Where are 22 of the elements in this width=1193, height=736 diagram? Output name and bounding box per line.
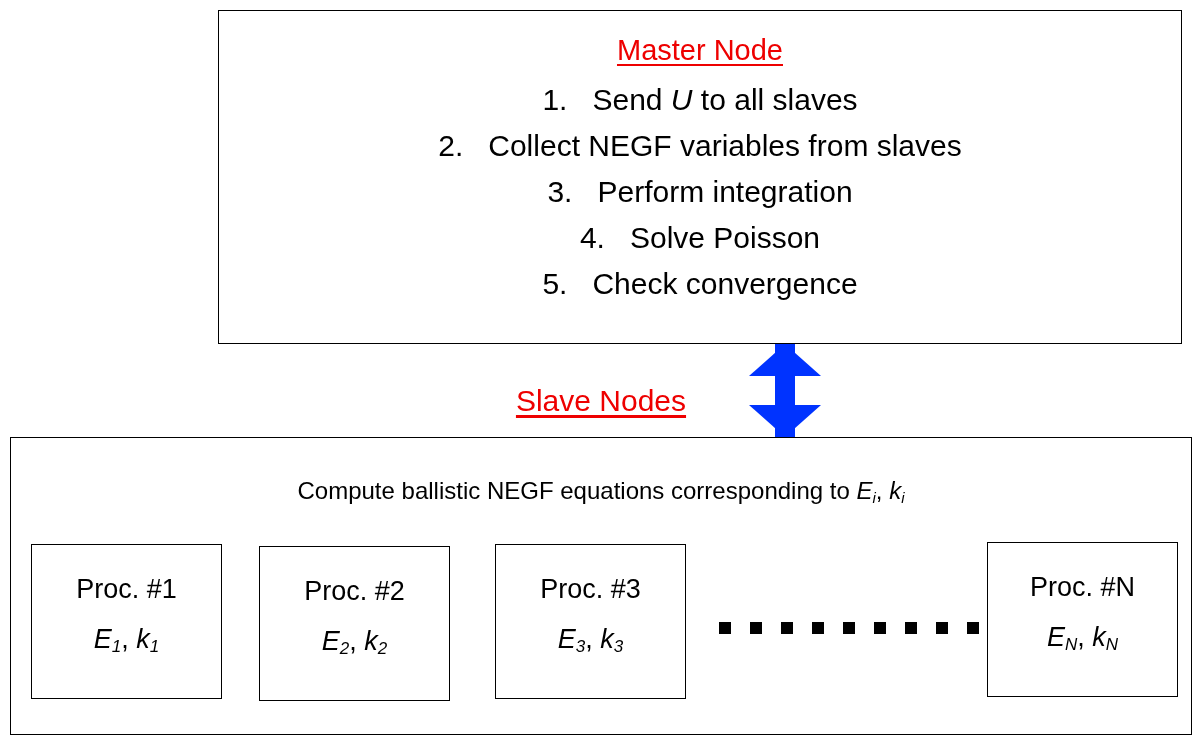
step-text: 3. Perform integration xyxy=(547,174,853,210)
step-text: 5. Check convergence xyxy=(542,266,858,302)
step-text: 2. Collect NEGF variables from slaves xyxy=(438,128,962,164)
energy-momentum-label: E$_{3}$, k$_{3}$ xyxy=(557,622,624,657)
processor-box xyxy=(495,544,686,699)
energy-momentum-label: E$_{2}$, k$_{2}$ xyxy=(321,624,388,659)
energy-momentum-label: E$_{N}$, k$_{N}$ xyxy=(1046,620,1119,655)
double-arrow xyxy=(749,344,821,437)
step-text: 4. Solve Poisson xyxy=(579,220,821,256)
processor-title: Proc. #N xyxy=(1029,571,1135,604)
processor-title: Proc. #3 xyxy=(540,573,641,606)
description-text: Compute ballistic NEGF equations corresponding to E$_{i}$, k$_{i}$ xyxy=(296,476,906,508)
processor-title: Proc. #1 xyxy=(76,573,177,606)
processor-title: Proc. #2 xyxy=(304,575,405,608)
step-text: 1. Send U to all slaves xyxy=(542,82,858,118)
energy-momentum-label: E$_{1}$, k$_{1}$ xyxy=(93,622,160,657)
processor-box xyxy=(31,544,222,699)
processor-box xyxy=(987,542,1178,697)
node-title: Master Node xyxy=(617,33,783,68)
node-box xyxy=(218,10,1182,344)
node-title: Slave Nodes xyxy=(514,383,688,419)
processor-box xyxy=(259,546,450,701)
